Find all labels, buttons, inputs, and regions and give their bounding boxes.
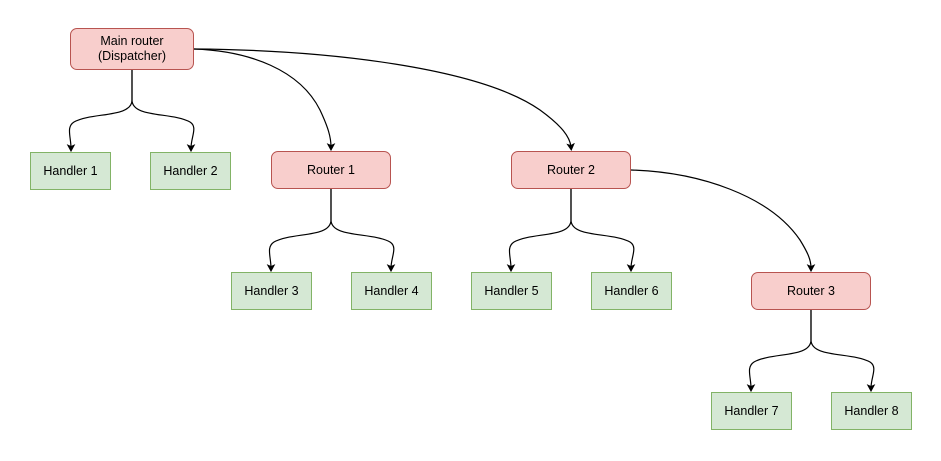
node-handler-4[interactable]: Handler 4 [351, 272, 432, 310]
node-label-main-router: Main router (Dispatcher) [97, 34, 167, 63]
edge-router-2-to-handler-5 [506, 188, 572, 273]
edge-router-3-to-handler-7 [746, 309, 812, 393]
edge-router-2-to-handler-6 [570, 188, 636, 273]
edge-main-to-handler-1 [66, 69, 133, 153]
node-label-handler-8: Handler 8 [844, 403, 899, 418]
node-router-3[interactable]: Router 3 [751, 272, 871, 310]
node-label-handler-3: Handler 3 [244, 283, 299, 298]
node-router-2[interactable]: Router 2 [511, 151, 631, 189]
edge-main-to-router-1 [193, 48, 336, 152]
node-label-handler-2: Handler 2 [163, 163, 218, 178]
edge-group [66, 48, 876, 393]
node-label-handler-6: Handler 6 [604, 283, 659, 298]
node-label-handler-4: Handler 4 [364, 283, 419, 298]
edge-router-2-to-router-3 [630, 169, 816, 273]
node-handler-7[interactable]: Handler 7 [711, 392, 792, 430]
node-main-router[interactable]: Main router (Dispatcher) [70, 28, 194, 70]
node-handler-3[interactable]: Handler 3 [231, 272, 312, 310]
node-handler-2[interactable]: Handler 2 [150, 152, 231, 190]
edge-router-1-to-handler-4 [330, 188, 396, 273]
node-label-handler-1: Handler 1 [43, 163, 98, 178]
node-label-router-3: Router 3 [787, 283, 835, 298]
node-handler-5[interactable]: Handler 5 [471, 272, 552, 310]
node-label-router-1: Router 1 [307, 162, 355, 177]
edge-router-3-to-handler-8 [810, 309, 876, 393]
edge-main-to-handler-2 [131, 69, 196, 153]
node-handler-8[interactable]: Handler 8 [831, 392, 912, 430]
node-handler-6[interactable]: Handler 6 [591, 272, 672, 310]
node-handler-1[interactable]: Handler 1 [30, 152, 111, 190]
node-label-handler-5: Handler 5 [484, 283, 539, 298]
node-router-1[interactable]: Router 1 [271, 151, 391, 189]
node-label-router-2: Router 2 [547, 162, 595, 177]
edge-router-1-to-handler-3 [266, 188, 332, 273]
node-label-handler-7: Handler 7 [724, 403, 779, 418]
edge-main-to-router-2 [193, 48, 575, 152]
